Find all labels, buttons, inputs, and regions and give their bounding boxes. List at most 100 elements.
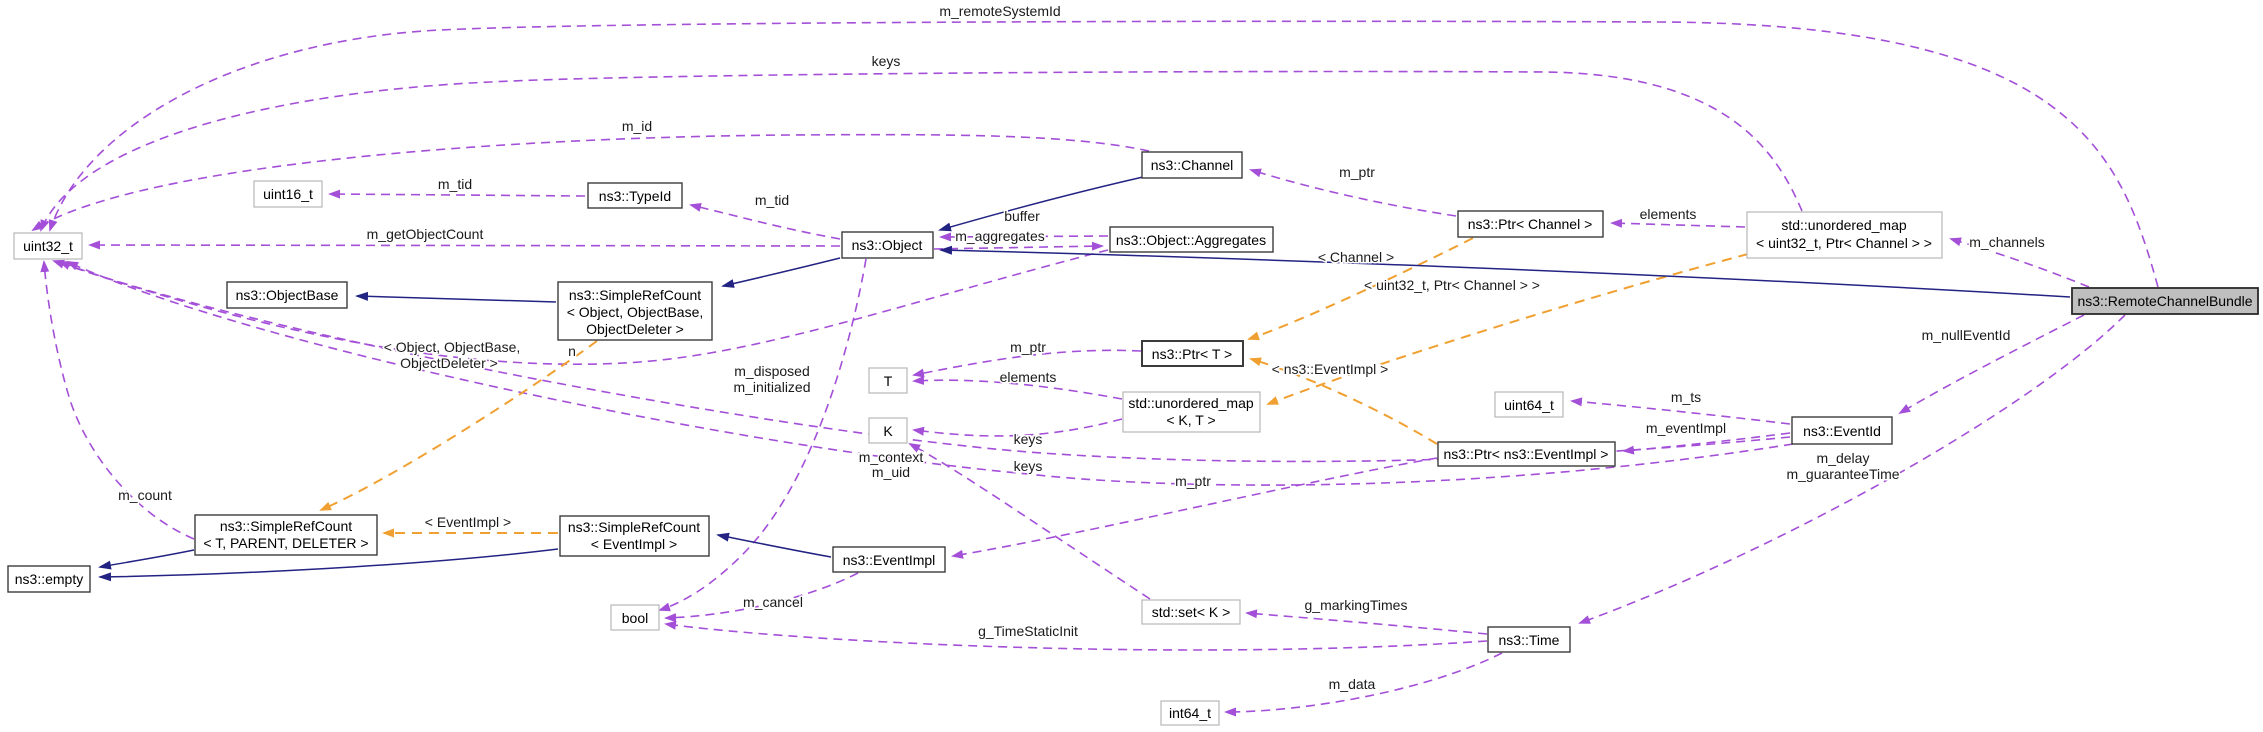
edge-template-src-object	[319, 340, 598, 511]
edge-label-g-TimeStaticInit: g_TimeStaticInit	[978, 623, 1078, 639]
node-ns3-typeid[interactable]: ns3::TypeId	[587, 182, 683, 209]
edge-inherit-channel-object	[938, 176, 1144, 232]
edge-elements-t	[912, 375, 1123, 400]
edge-m-data	[1224, 652, 1503, 717]
edge-g-markingTimes	[1245, 609, 1488, 635]
node-ns3-eventid[interactable]: ns3::EventId	[1791, 416, 1893, 445]
svg-text:ns3::Object::Aggregates: ns3::Object::Aggregates	[1116, 232, 1266, 248]
svg-text:ns3::SimpleRefCount: ns3::SimpleRefCount	[569, 287, 701, 303]
edge-label-m-guaranteeTime: m_guaranteeTime	[1786, 466, 1899, 482]
edge-label-m-ptr-channel: m_ptr	[1339, 164, 1375, 180]
svg-text:ns3::SimpleRefCount: ns3::SimpleRefCount	[568, 519, 700, 535]
edge-m-tid-object	[689, 202, 841, 240]
edge-keys-set	[908, 443, 1151, 600]
node-uint16-t: uint16_t	[253, 180, 323, 208]
svg-text:ns3::SimpleRefCount: ns3::SimpleRefCount	[220, 518, 352, 534]
node-ptr-eventimpl[interactable]: ns3::Ptr< ns3::EventImpl >	[1437, 441, 1616, 467]
edge-inherit-src-objectbase	[355, 291, 557, 303]
node-unordered-map-kt: std::unordered_map < K, T >	[1122, 391, 1261, 433]
edge-label-template-eventimpl: < EventImpl >	[425, 514, 511, 530]
edge-m-ptr-t	[912, 349, 1142, 378]
svg-text:< Object, ObjectBase,: < Object, ObjectBase,	[567, 304, 704, 320]
svg-text:ns3::TypeId: ns3::TypeId	[599, 188, 671, 204]
node-unordered-map-channel: std::unordered_map < uint32_t, Ptr< Chan…	[1746, 211, 1943, 259]
edge-label-m-cancel: m_cancel	[743, 594, 803, 610]
edge-m-aggregates	[933, 241, 1104, 251]
edge-m-disposed-initialized	[658, 258, 867, 612]
svg-text:< uint32_t, Ptr< Channel > >: < uint32_t, Ptr< Channel > >	[1756, 235, 1932, 251]
node-ns3-empty[interactable]: ns3::empty	[7, 565, 91, 593]
edge-elements-channel	[1610, 218, 1746, 228]
edge-template-ptr-eventimpl	[1249, 357, 1438, 445]
edge-m-nullEventId	[1898, 314, 2085, 415]
svg-text:ns3::Channel: ns3::Channel	[1151, 157, 1234, 173]
edge-m-uid	[66, 261, 1794, 486]
edge-label-m-ptr-t: m_ptr	[1010, 339, 1046, 355]
edge-label-m-getObjectCount: m_getObjectCount	[367, 226, 484, 242]
edge-inherit-object-src	[721, 257, 841, 288]
edge-labels: m_remoteSystemId keys m_id m_tid m_getOb…	[117, 2, 2047, 694]
svg-text:std::unordered_map: std::unordered_map	[1128, 395, 1254, 411]
edge-m-id	[31, 133, 1150, 232]
edge-m-channels	[1949, 237, 2090, 288]
edge-m-tid-uint16	[328, 189, 586, 199]
edge-label-template-src-object-2: ObjectDeleter >	[400, 355, 498, 371]
edge-g-TimeStaticInit	[664, 620, 1488, 651]
edge-m-ts	[1570, 397, 1791, 425]
edge-label-template-channel: < Channel >	[1318, 249, 1394, 265]
node-ns3-eventimpl[interactable]: ns3::EventImpl	[832, 546, 946, 573]
node-uint64-t: uint64_t	[1494, 391, 1564, 418]
node-ns3-channel[interactable]: ns3::Channel	[1141, 151, 1243, 179]
node-uint32-t: uint32_t	[13, 232, 83, 260]
svg-text:ns3::EventImpl: ns3::EventImpl	[843, 552, 936, 568]
svg-text:ns3::Time: ns3::Time	[1499, 632, 1560, 648]
edge-m-getObjectCount	[88, 240, 841, 250]
edge-label-m-tid-uint16: m_tid	[438, 176, 472, 192]
edge-label-keys-set: keys	[1014, 458, 1043, 474]
node-ns3-objectbase[interactable]: ns3::ObjectBase	[226, 281, 348, 309]
edge-label-m-channels: m_channels	[1969, 234, 2045, 250]
edge-label-keys-top: keys	[872, 53, 901, 69]
node-simplerefcount-eventimpl[interactable]: ns3::SimpleRefCount < EventImpl >	[559, 515, 710, 557]
svg-text:< T, PARENT, DELETER >: < T, PARENT, DELETER >	[203, 535, 368, 551]
node-object-aggregates[interactable]: ns3::Object::Aggregates	[1109, 226, 1274, 253]
inheritance-edges	[98, 176, 2071, 582]
svg-text:std::set< K >: std::set< K >	[1152, 604, 1231, 620]
svg-text:std::unordered_map: std::unordered_map	[1781, 217, 1907, 233]
edge-n	[52, 249, 1109, 365]
svg-text:< K, T >: < K, T >	[1166, 412, 1215, 428]
node-simplerefcount-tpd[interactable]: ns3::SimpleRefCount < T, PARENT, DELETER…	[194, 514, 378, 556]
edge-template-umap-channel	[1266, 253, 1749, 405]
svg-text:ObjectDeleter >: ObjectDeleter >	[586, 321, 684, 337]
svg-text:ns3::Ptr< T >: ns3::Ptr< T >	[1152, 346, 1232, 362]
edge-m-cancel	[664, 572, 859, 623]
edge-label-m-uid: m_uid	[872, 464, 910, 480]
svg-text:K: K	[883, 423, 893, 439]
svg-text:T: T	[884, 373, 893, 389]
edge-label-m-initialized: m_initialized	[733, 379, 810, 395]
edge-label-template-src-object-1: < Object, ObjectBase,	[384, 339, 521, 355]
node-remote-channel-bundle: ns3::RemoteChannelBundle	[2071, 287, 2259, 315]
edge-label-keys-map: keys	[1014, 431, 1043, 447]
edge-inherit-eventimpl-src	[716, 532, 832, 558]
svg-text:int64_t: int64_t	[1169, 705, 1211, 721]
node-ns3-object[interactable]: ns3::Object	[841, 231, 934, 259]
svg-text:uint32_t: uint32_t	[23, 238, 73, 254]
edge-inherit-srcei-empty	[98, 548, 559, 582]
edge-m-ptr-channel	[1249, 168, 1457, 217]
edge-label-m-ts: m_ts	[1671, 389, 1701, 405]
svg-text:uint64_t: uint64_t	[1504, 397, 1554, 413]
edge-keys-map	[912, 418, 1123, 437]
svg-text:bool: bool	[622, 610, 648, 626]
node-t: T	[868, 367, 908, 394]
svg-text:ns3::Ptr< Channel >: ns3::Ptr< Channel >	[1468, 216, 1593, 232]
edge-label-m-context: m_context	[859, 449, 924, 465]
edge-template-ptr-channel	[1247, 237, 1474, 341]
node-ns3-time[interactable]: ns3::Time	[1487, 626, 1571, 653]
edge-label-m-id: m_id	[622, 118, 652, 134]
node-ptr-channel[interactable]: ns3::Ptr< Channel >	[1457, 210, 1604, 238]
node-ptr-t[interactable]: ns3::Ptr< T >	[1141, 340, 1244, 367]
edge-m-count	[40, 260, 195, 540]
node-simplerefcount-object[interactable]: ns3::SimpleRefCount < Object, ObjectBase…	[557, 281, 713, 341]
